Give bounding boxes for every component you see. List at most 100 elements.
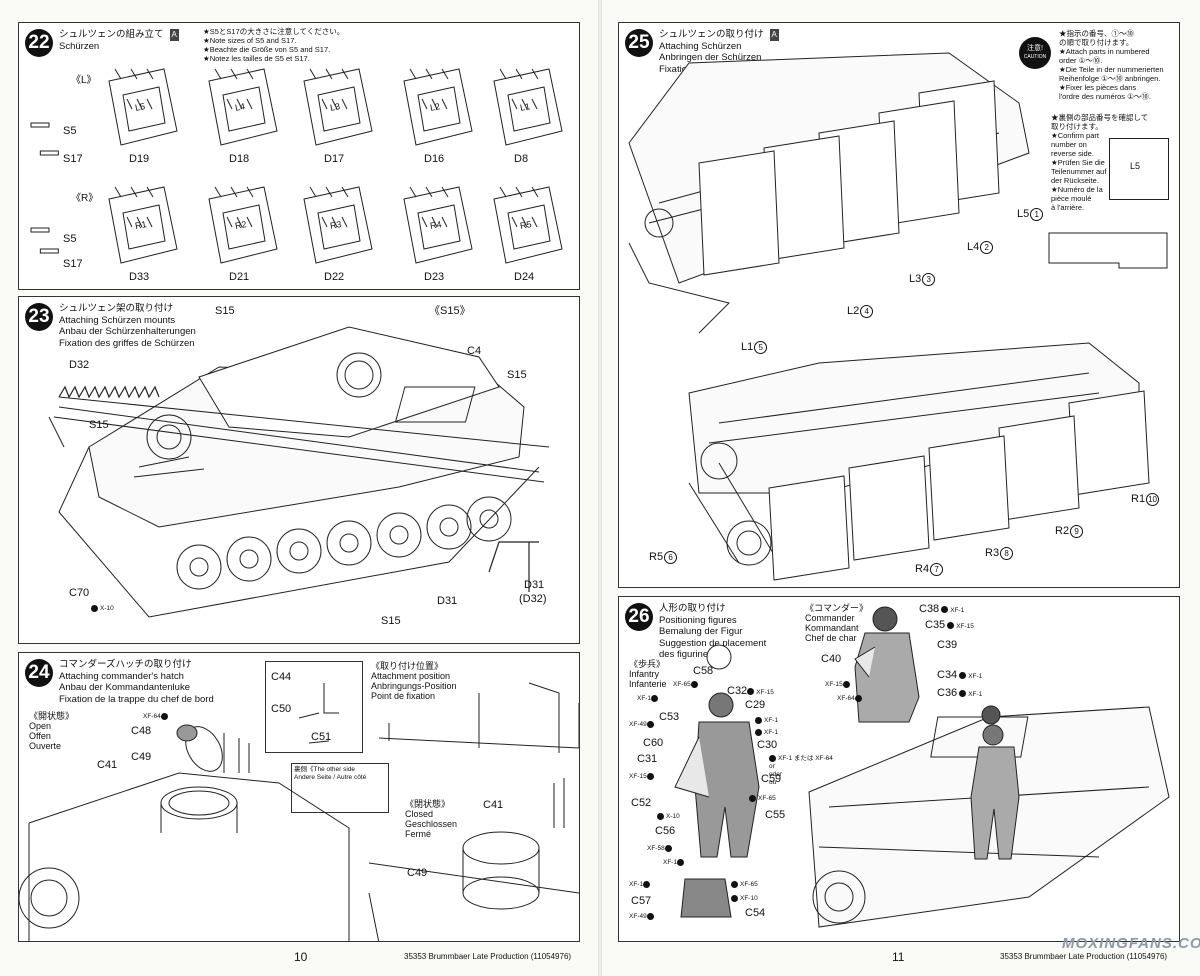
step-title-de: Anbau der Schürzenhalterungen	[59, 326, 196, 337]
plate-part-number: D8	[514, 153, 529, 165]
step-header: 人形の取り付け Positioning figures Bemalung der…	[659, 603, 766, 661]
label-d32: D32	[69, 359, 90, 371]
label-c57: C57	[631, 895, 652, 907]
paint-p14: XF-65	[731, 879, 758, 891]
paint-p9: XF-65	[749, 793, 776, 805]
road-wheel	[176, 544, 222, 590]
commander-part-label: C39	[937, 639, 958, 651]
small-part-s	[39, 248, 59, 254]
label-s15: S15	[507, 369, 527, 381]
road-wheel	[466, 496, 512, 542]
small-part-s	[30, 227, 50, 233]
step-23-panel: 23 シュルツェン架の取り付け Attaching Schürzen mount…	[18, 296, 580, 644]
plate-mark: R3	[329, 219, 343, 231]
plate-part-number: D33	[129, 271, 150, 283]
paint-p5: XF-1	[755, 715, 778, 727]
small-part-s	[30, 122, 50, 128]
paint-p13: XF-1	[629, 879, 652, 891]
label-c60: C60	[643, 737, 664, 749]
label-s15: S15	[381, 615, 401, 627]
skirt-plate	[998, 415, 1080, 521]
skirt-plate	[698, 150, 780, 276]
footer-code-left: 35353 Brummbaer Late Production (1105497…	[404, 952, 572, 961]
step-header: シュルツェン架の取り付け Attaching Schürzen mounts A…	[59, 303, 196, 349]
size-note: ★S5とS17の大きさに注意してください。★Note sizes of S5 a…	[203, 27, 345, 63]
plate-part-number: D23	[424, 271, 445, 283]
plate-part-number: D17	[324, 153, 345, 165]
schurzen-plate	[303, 186, 373, 264]
paint-dot	[959, 671, 967, 679]
inset-box	[265, 661, 363, 753]
plate-mark: L5	[134, 101, 146, 113]
plate-part-number: D24	[514, 271, 535, 283]
plate-part-number: D16	[424, 153, 445, 165]
schurzen-plate	[493, 186, 563, 264]
plate-mark: R2	[234, 219, 248, 231]
label-c41: C41	[483, 799, 504, 811]
paint-c48: XF-64	[143, 711, 170, 723]
step-title-jp: コマンダーズハッチの取り付け	[59, 659, 192, 670]
schurzen-plates-drawing	[30, 68, 563, 264]
label-c31: C31	[637, 753, 658, 765]
paint-p4: XF-49	[629, 719, 656, 731]
step-title-jp: シュルツェンの取り付け	[659, 29, 764, 40]
label-c50: C50	[271, 703, 292, 715]
paint-p3: XF-1	[637, 693, 660, 705]
step-title-en: Attaching Schürzen	[659, 40, 742, 52]
road-wheel-hub	[339, 533, 359, 553]
road-wheel	[226, 536, 272, 582]
label-c52: C52	[631, 797, 652, 809]
label-c58: C58	[693, 665, 714, 677]
road-wheel	[376, 512, 422, 558]
paint-dot	[959, 689, 967, 697]
step-title-fr: Fixation des griffes de Schürzen	[59, 337, 195, 349]
page-number-right: 11	[892, 950, 905, 964]
label-c53: C53	[659, 711, 680, 723]
plate-mark: L3	[329, 101, 341, 113]
label-c41: C41	[97, 759, 118, 771]
label-s15-inset: 《S15》	[429, 305, 471, 317]
label-c49: C49	[131, 751, 152, 763]
page-number-left: 10	[294, 950, 308, 964]
sprue-tag: A	[769, 29, 779, 41]
plate-mark: L4	[234, 101, 246, 113]
road-wheel-hub	[479, 509, 499, 529]
road-wheel	[276, 528, 322, 574]
step-title-jp: シュルツェン架の取り付け	[59, 303, 174, 314]
step-title-en: Positioning figures	[659, 614, 737, 626]
schurzen-plate	[208, 68, 278, 146]
skirt-plate	[848, 455, 930, 561]
step-number: 25	[625, 29, 653, 57]
paint-p15: XF-10	[731, 893, 758, 905]
step-title-de: Bemalung der Figur	[659, 626, 743, 637]
paint-p8: XF-15	[629, 771, 656, 783]
label-d31: D31	[437, 595, 458, 607]
paint-dot	[941, 605, 949, 613]
paint-p16: XF-49	[629, 911, 656, 923]
label-s15: S15	[215, 305, 235, 317]
road-wheel-hub	[289, 541, 309, 561]
label-c4: C4	[467, 345, 482, 357]
hatch-drawing	[19, 682, 579, 941]
caution-badge: 注意!CAUTION	[1019, 37, 1051, 69]
step-title-fr: Suggestion de placement	[659, 637, 767, 649]
skirt-plate	[928, 435, 1010, 541]
